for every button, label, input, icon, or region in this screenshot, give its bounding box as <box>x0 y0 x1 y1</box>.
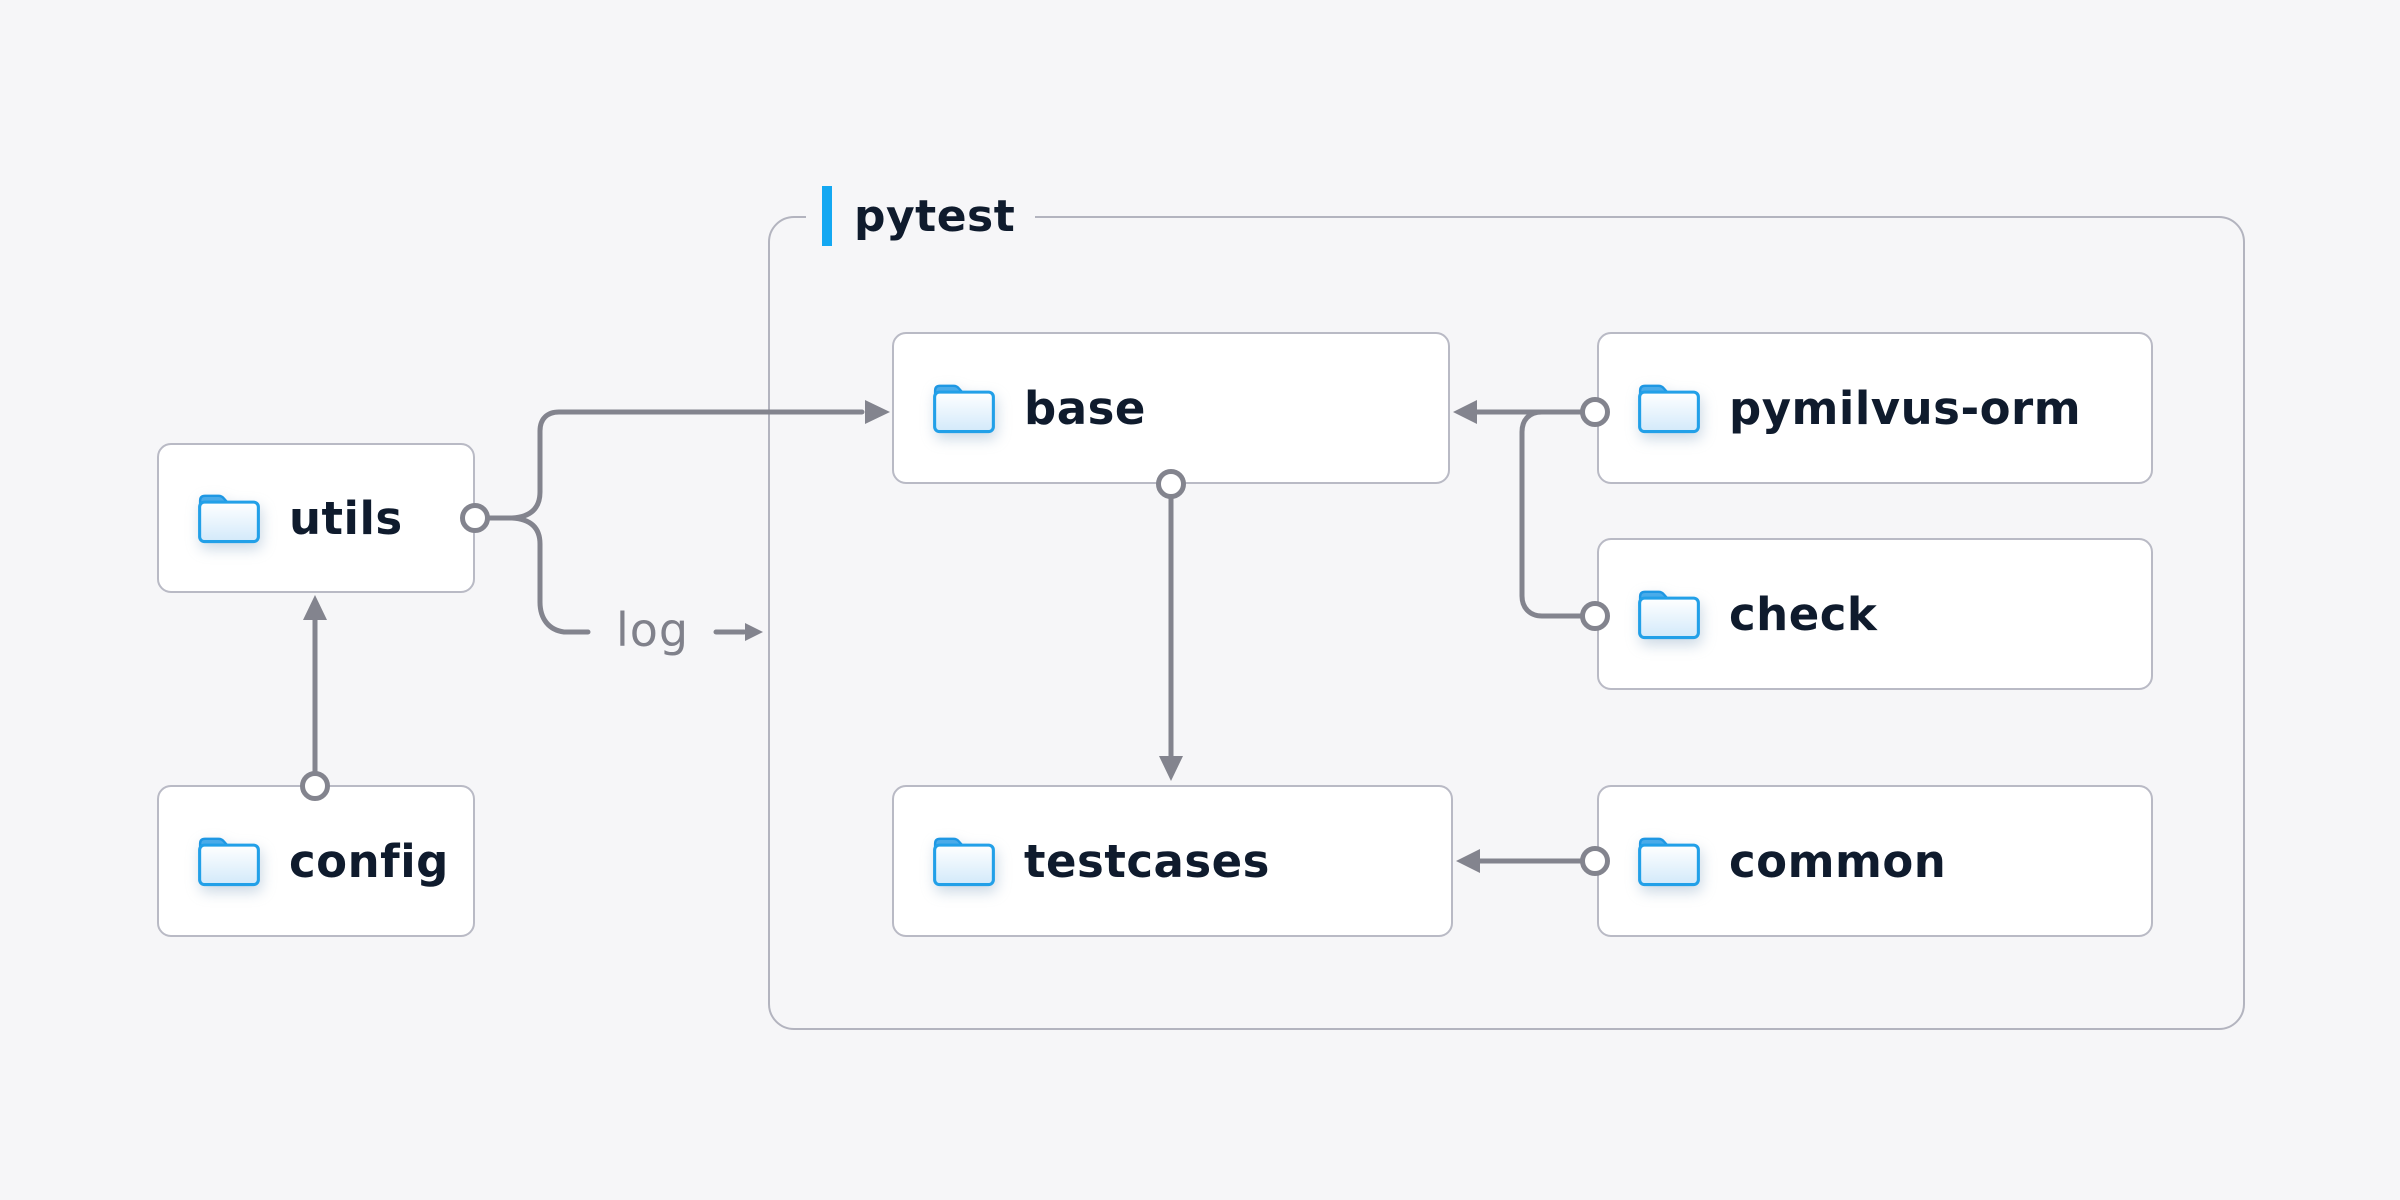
node-check[interactable]: check <box>1597 538 2153 690</box>
folder-icon <box>198 837 260 887</box>
node-label: testcases <box>1024 834 1270 888</box>
node-label: pymilvus-orm <box>1729 381 2082 435</box>
node-label: config <box>289 834 449 888</box>
node-config[interactable]: config <box>157 785 475 937</box>
edge-label-log: log <box>610 602 696 657</box>
folder-icon <box>933 837 995 887</box>
node-label: base <box>1024 381 1146 435</box>
folder-icon <box>1638 837 1700 887</box>
folder-icon <box>933 384 995 434</box>
folder-icon <box>198 494 260 544</box>
accent-bar <box>822 186 832 246</box>
node-base[interactable]: base <box>892 332 1450 484</box>
node-pymilvus-orm[interactable]: pymilvus-orm <box>1597 332 2153 484</box>
node-common[interactable]: common <box>1597 785 2153 937</box>
node-label: utils <box>289 491 403 545</box>
group-title: pytest <box>854 190 1016 242</box>
edge-config-utils <box>300 595 330 801</box>
folder-icon <box>1638 590 1700 640</box>
folder-icon <box>1638 384 1700 434</box>
node-label: common <box>1729 834 1947 888</box>
node-utils[interactable]: utils <box>157 443 475 593</box>
pytest-group-label: pytest <box>806 182 1036 250</box>
pytest-group-box <box>768 216 2245 1030</box>
node-testcases[interactable]: testcases <box>892 785 1453 937</box>
node-label: check <box>1729 587 1878 641</box>
